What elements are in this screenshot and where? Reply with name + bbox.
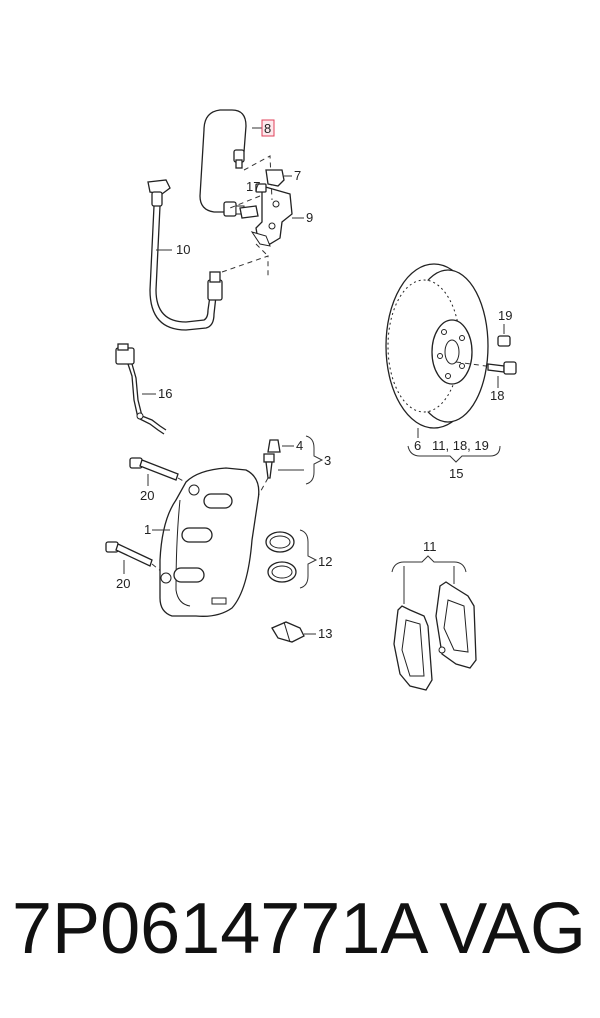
- callout-10: 10: [176, 242, 190, 257]
- callout-18: 18: [490, 388, 504, 403]
- callout-11-top: 11: [423, 539, 437, 554]
- wear-sensor-16: [115, 343, 167, 435]
- exploded-brake-diagram: 8 9 7 17 10 16: [105, 109, 517, 691]
- callout-6: 6: [414, 438, 421, 453]
- callout-3: 3: [324, 453, 331, 468]
- brake-pad-inner: [393, 605, 433, 691]
- callout-12: 12: [318, 554, 332, 569]
- piston-seals-12: [265, 531, 297, 583]
- brake-hose-8: [199, 109, 247, 217]
- callout-9: 9: [306, 210, 313, 225]
- part-number-caption: 7P0614771A: [12, 889, 429, 969]
- bracket-9: [239, 185, 293, 247]
- callout-19: 19: [498, 308, 512, 323]
- bleed-cap-4: [267, 439, 281, 453]
- callout-1: 1: [144, 522, 151, 537]
- brake-hose-10: [147, 179, 223, 331]
- caliper-bolt-20-upper: [129, 457, 179, 481]
- caliper-bolt-20-lower: [105, 541, 153, 567]
- callout-15: 15: [449, 466, 463, 481]
- callout-13: 13: [318, 626, 332, 641]
- clip-7: [265, 169, 285, 187]
- callout-7: 7: [294, 168, 301, 183]
- anti-rattle-spring-13: [271, 621, 305, 643]
- callout-20-lower: 20: [116, 576, 130, 591]
- callout-17: 17: [246, 179, 260, 194]
- callout-20-upper: 20: [140, 488, 154, 503]
- callout-8: 8: [264, 121, 271, 136]
- callout-4: 4: [296, 438, 303, 453]
- disc-screw-18: [487, 361, 517, 375]
- bolt-17: [255, 183, 267, 193]
- brand-caption: VAG: [439, 889, 586, 969]
- callout-11-18-19: 11, 18, 19: [432, 438, 489, 453]
- highlight-box-8: [261, 119, 275, 137]
- brake-pad-outer: [435, 581, 477, 669]
- callout-16: 16: [158, 386, 172, 401]
- bleed-screw-3: [263, 453, 275, 479]
- disc-screw-19: [497, 335, 511, 347]
- brake-disc-6: [385, 263, 489, 429]
- brake-caliper-1: [159, 467, 260, 617]
